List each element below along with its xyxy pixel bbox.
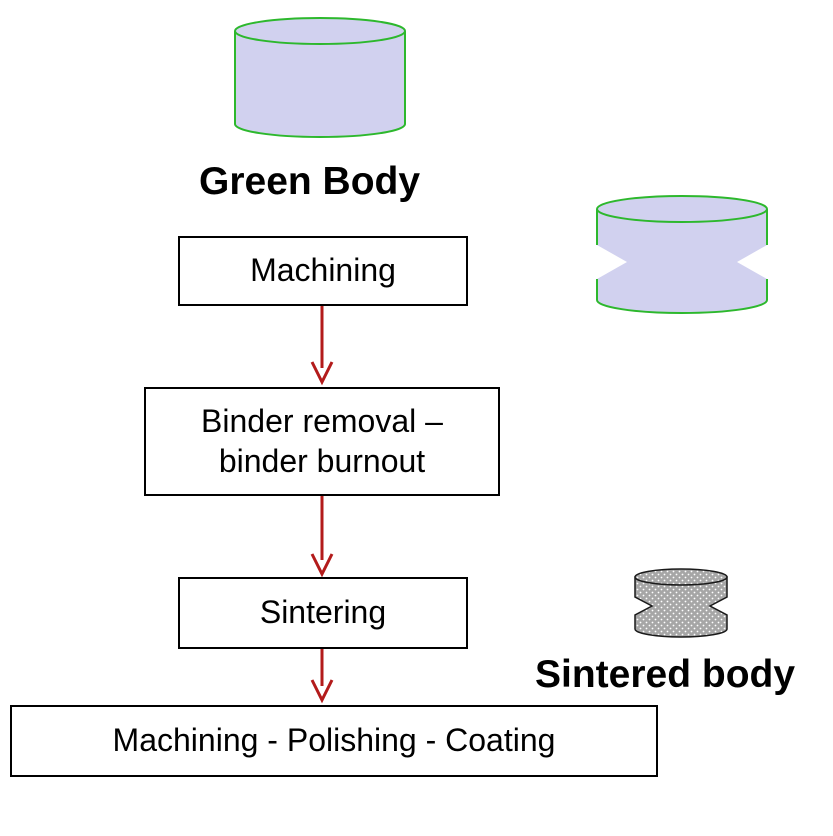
machined-body-notched-cylinder-icon [596,195,768,314]
machining-step-label: Machining [250,252,396,289]
green-body-cylinder-icon [234,17,406,138]
arrow-machining-to-binder [310,306,334,386]
green-body-label: Green Body [199,160,421,203]
arrow-sintering-to-final [310,649,334,704]
arrow-binder-to-sintering [310,496,334,578]
sintered-body-speckled-cylinder-icon [634,568,728,638]
sintering-step-box: Sintering [178,577,468,649]
binder-removal-step-box: Binder removal – binder burnout [144,387,500,496]
binder-removal-line1: Binder removal – [201,403,443,440]
machining-step-box: Machining [178,236,468,306]
final-step-box: Machining - Polishing - Coating [10,705,658,777]
binder-removal-line2: binder burnout [218,442,426,479]
sintering-step-label: Sintering [259,594,387,631]
final-step-label: Machining - Polishing - Coating [112,722,556,759]
sintered-body-label: Sintered body [535,653,796,696]
